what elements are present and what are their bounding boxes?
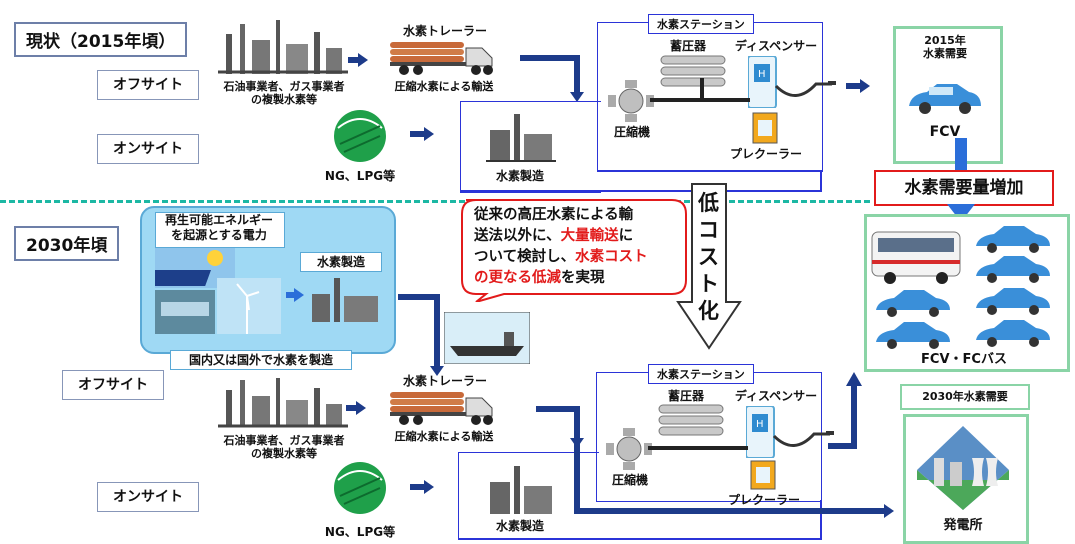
dispenser-icon-bottom: H (746, 406, 834, 458)
compressor-icon-bottom (606, 428, 652, 470)
production-plant-icon-bottom (490, 466, 552, 514)
bubble-line-2-end: に (618, 228, 634, 244)
hydrogen-trailer-icon (390, 42, 493, 75)
speech-bubble (461, 199, 687, 302)
label-offsite-bottom: オフサイト (62, 370, 164, 400)
refinery-icon-bottom (218, 378, 348, 428)
bubble-red-1: 大量輸送 (560, 228, 619, 244)
svg-text:H: H (758, 69, 766, 80)
svg-text:H: H (756, 419, 764, 430)
refinery-caption-top-2: の複製水素等 (251, 93, 317, 106)
fcv-car-icon (909, 84, 981, 114)
compressor-label-top: 圧縮機 (613, 125, 650, 139)
renewable-title-2: を起源とする電力 (171, 228, 267, 242)
trailer-title-bottom: 水素トレーラー (402, 374, 487, 388)
trailer-caption-top: 圧縮水素による輸送 (394, 80, 494, 93)
low-cost-arrow (676, 183, 742, 350)
bubble-red-3: の更なる低減 (474, 270, 561, 286)
station-title-top: 水素ステーション (648, 14, 754, 34)
precooler-label-top: プレクーラー (730, 147, 803, 161)
accumulator-icon (660, 55, 726, 87)
fcv-car-icon-2 (976, 256, 1050, 283)
dispenser-label-bottom: ディスペンサー (734, 389, 818, 403)
gas-caption-top: NG、LPG等 (324, 169, 396, 183)
power-plant-label: 発電所 (943, 518, 983, 533)
dispenser-icon: H (748, 56, 836, 108)
refinery-caption-bottom-1: 石油事業者、ガス事業者 (223, 434, 345, 447)
refinery-caption-top-1: 石油事業者、ガス事業者 (223, 80, 345, 93)
arrow-refinery-to-trailer-bottom (346, 405, 358, 411)
section-title-current: 現状（2015年頃） (14, 22, 188, 57)
arrow-refinery-to-trailer-top (348, 57, 360, 63)
bubble-text: 従来の高圧水素による輸 送法以外に、大量輸送に ついて検討し、水素コスト の更な… (474, 205, 684, 289)
bubble-line-4-end: を実現 (561, 270, 605, 286)
label-offsite-top: オフサイト (97, 70, 199, 100)
fcv-car-icon-6 (976, 320, 1050, 347)
renewable-plant-icon (312, 278, 378, 322)
renewable-production-label: 水素製造 (300, 252, 382, 272)
demand-2015-title-2: 水素需要 (923, 47, 967, 60)
precooler-label-bottom: プレクーラー (728, 493, 801, 507)
precooler-icon-bottom (750, 460, 776, 490)
hydrogen-trailer-icon-bottom (390, 392, 493, 425)
section-divider (0, 200, 870, 203)
storage-label-bottom: 蓄圧器 (667, 389, 704, 403)
bubble-line-1: 従来の高圧水素による輸 (474, 207, 634, 223)
station-title-bottom: 水素ステーション (648, 364, 754, 384)
power-plant-icon (917, 426, 1009, 510)
renewable-caption: 国内又は国外で水素を製造 (170, 350, 352, 370)
bubble-line-2-text: 送法以外に、 (474, 228, 561, 244)
trailer-caption-bottom: 圧縮水素による輸送 (394, 430, 494, 443)
bubble-line-4: の更なる低減を実現 (474, 268, 684, 289)
tanker-ship-image (444, 312, 530, 364)
arrow-trailer-to-station-top (520, 55, 580, 61)
lng-tank-icon (334, 110, 386, 162)
demand-2030-title: 2030年水素需要 (900, 384, 1030, 410)
compressor-icon (608, 80, 654, 122)
solar-wind-hydro-image (155, 248, 281, 334)
arrow-station-to-fleet (828, 372, 862, 449)
accumulator-icon-bottom (658, 404, 724, 436)
section-title-2030: 2030年頃 (14, 226, 120, 261)
storage-label-top: 蓄圧器 (669, 39, 706, 53)
onsite-production-box-top (460, 101, 601, 193)
renewable-title-box (155, 212, 285, 248)
fcv-label: FCV (929, 124, 961, 140)
arrow-production-to-power-plant (574, 440, 580, 514)
fcv-car-icon-5 (876, 322, 950, 349)
fleet-label: FCV・FCバス (921, 352, 1007, 367)
bubble-line-3: ついて検討し、水素コスト (474, 247, 684, 268)
fcv-car-icon-4 (976, 288, 1050, 315)
bubble-red-2: 水素コスト (575, 249, 648, 265)
arrow-gas-to-production-top (410, 131, 426, 137)
compressor-label-bottom: 圧縮機 (611, 473, 648, 487)
low-cost-label: 低コスト化 (698, 191, 719, 323)
production-label-bottom: 水素製造 (495, 519, 544, 533)
fc-bus-icon (871, 231, 961, 284)
precooler-icon (752, 112, 778, 144)
demand-2015-title-1: 2015年 (924, 34, 966, 47)
gas-caption-bottom: NG、LPG等 (324, 525, 396, 539)
dispenser-label-top: ディスペンサー (734, 39, 818, 53)
bubble-line-2: 送法以外に、大量輸送に (474, 226, 684, 247)
production-label-top: 水素製造 (495, 169, 544, 183)
refinery-icon (218, 20, 348, 74)
trailer-title-top: 水素トレーラー (402, 24, 487, 38)
fcv-car-icon-3 (876, 290, 950, 317)
production-plant-icon (486, 114, 556, 162)
label-onsite-top: オンサイト (97, 134, 199, 164)
bubble-line-3-text: ついて検討し、 (474, 249, 576, 265)
arrow-gas-to-production-bottom (410, 484, 426, 490)
arrow-trailer-to-station-bottom (536, 406, 580, 412)
renewable-title-1: 再生可能エネルギー (164, 213, 273, 227)
fcv-car-icon-1 (976, 226, 1050, 253)
lng-tank-icon-bottom (334, 462, 386, 514)
label-onsite-bottom: オンサイト (97, 482, 199, 512)
arrow-station-to-demand-top (846, 83, 862, 89)
refinery-caption-bottom-2: の複製水素等 (251, 447, 317, 460)
demand-increase-box: 水素需要量増加 (874, 170, 1054, 206)
